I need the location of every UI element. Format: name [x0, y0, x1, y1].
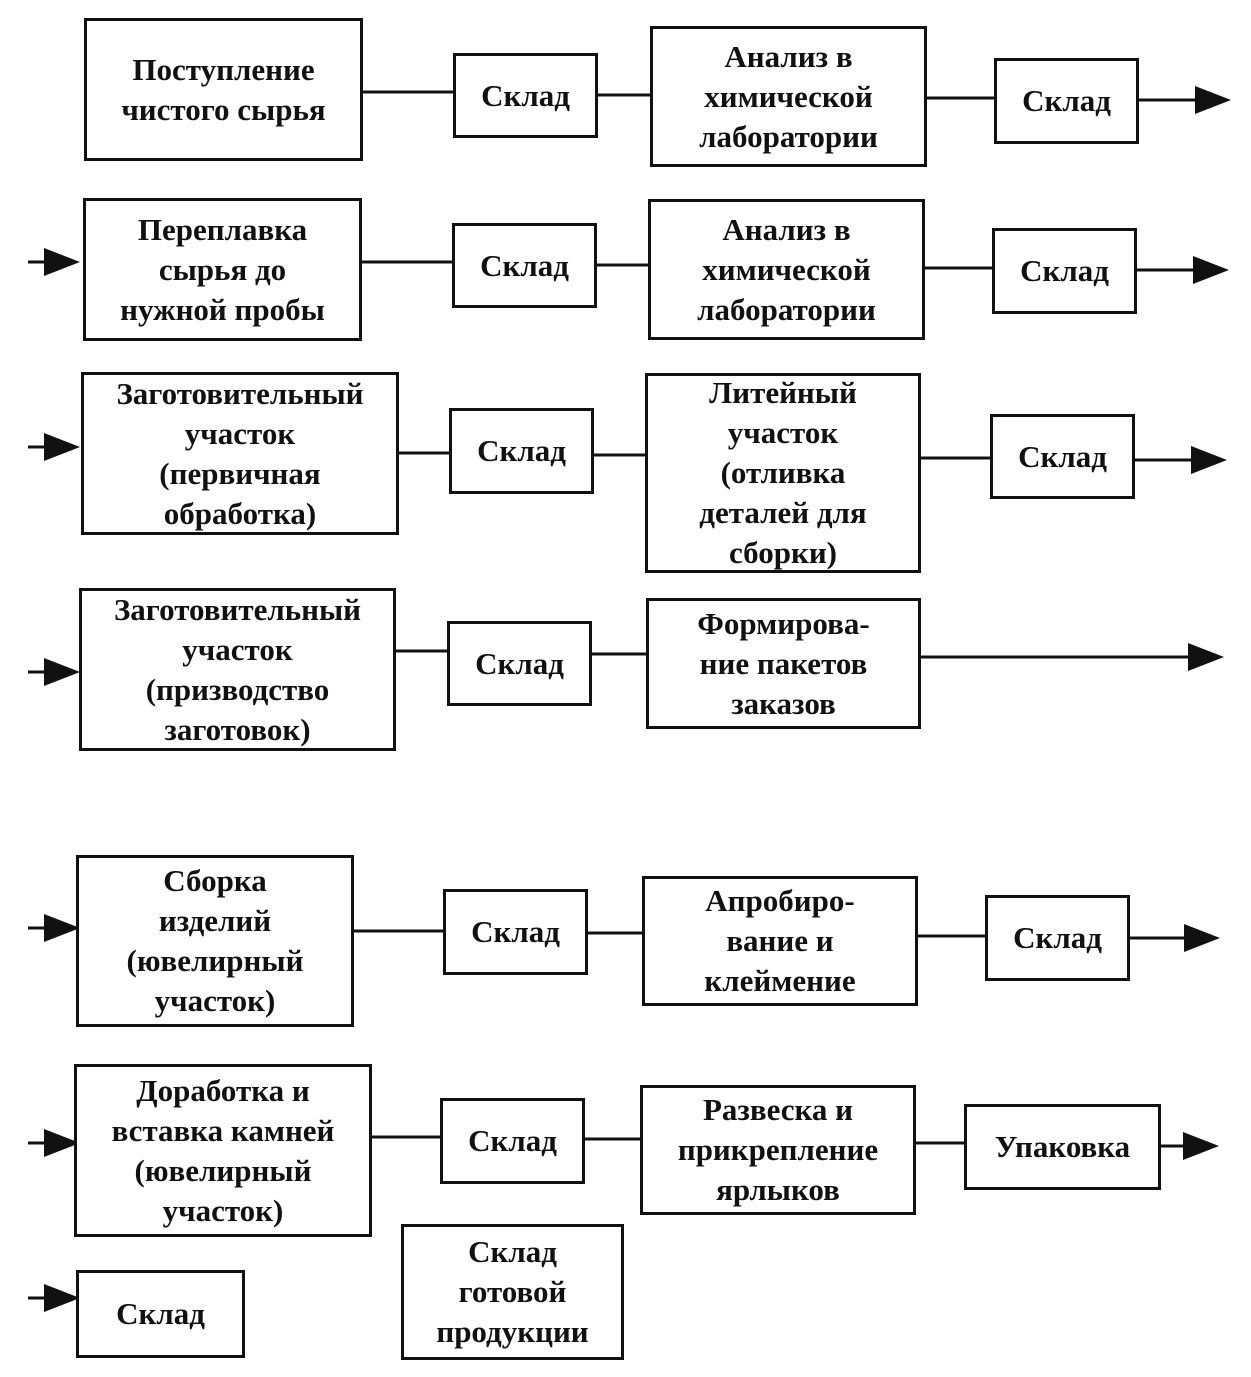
- arrowhead: [44, 914, 80, 942]
- arrowhead: [1195, 86, 1231, 114]
- arrowhead: [1184, 924, 1220, 952]
- node-chemical-lab-analysis: Анализ в химической лаборатории: [648, 199, 925, 340]
- node-warehouse: Склад: [440, 1098, 585, 1184]
- node-warehouse: Склад: [994, 58, 1139, 144]
- node-remelting: Переплавка сырья до нужной пробы: [83, 198, 362, 341]
- node-raw-material-intake: Поступление чистого сырья: [84, 18, 363, 161]
- arrowhead: [44, 248, 80, 276]
- node-jewelry-assembly: Сборка изделий (ювелирный участок): [76, 855, 354, 1027]
- node-warehouse: Склад: [985, 895, 1130, 981]
- arrowhead: [44, 1284, 80, 1312]
- node-warehouse: Склад: [447, 621, 592, 706]
- node-order-packages: Формирова- ние пакетов заказов: [646, 598, 921, 729]
- node-warehouse: Склад: [453, 53, 598, 138]
- arrowhead: [1191, 446, 1227, 474]
- node-warehouse: Склад: [449, 408, 594, 494]
- node-casting-section: Литейный участок (отливка деталей для сб…: [645, 373, 921, 573]
- node-chemical-lab-analysis: Анализ в химической лаборатории: [650, 26, 927, 167]
- arrowhead: [1188, 643, 1224, 671]
- node-warehouse: Склад: [452, 223, 597, 308]
- arrowhead: [44, 433, 80, 461]
- node-warehouse: Склад: [76, 1270, 245, 1358]
- arrowhead: [1183, 1132, 1219, 1160]
- node-warehouse: Склад: [990, 414, 1135, 499]
- node-warehouse: Склад: [992, 228, 1137, 314]
- arrowhead: [44, 658, 80, 686]
- node-packaging: Упаковка: [964, 1104, 1161, 1190]
- node-blanking-blank-production: Заготовительный участок (призводство заг…: [79, 588, 396, 751]
- node-assaying-hallmarking: Апробиро- вание и клеймение: [642, 876, 918, 1006]
- node-warehouse: Склад: [443, 889, 588, 975]
- node-finished-goods-warehouse: Склад готовой продукции: [401, 1224, 624, 1360]
- node-finishing-stone-setting: Доработка и вставка камней (ювелирный уч…: [74, 1064, 372, 1237]
- arrowhead: [44, 1129, 80, 1157]
- node-blanking-primary-processing: Заготовительный участок (первичная обраб…: [81, 372, 399, 535]
- node-weighing-labeling: Развеска и прикрепление ярлыков: [640, 1085, 916, 1215]
- arrowhead: [1193, 256, 1229, 284]
